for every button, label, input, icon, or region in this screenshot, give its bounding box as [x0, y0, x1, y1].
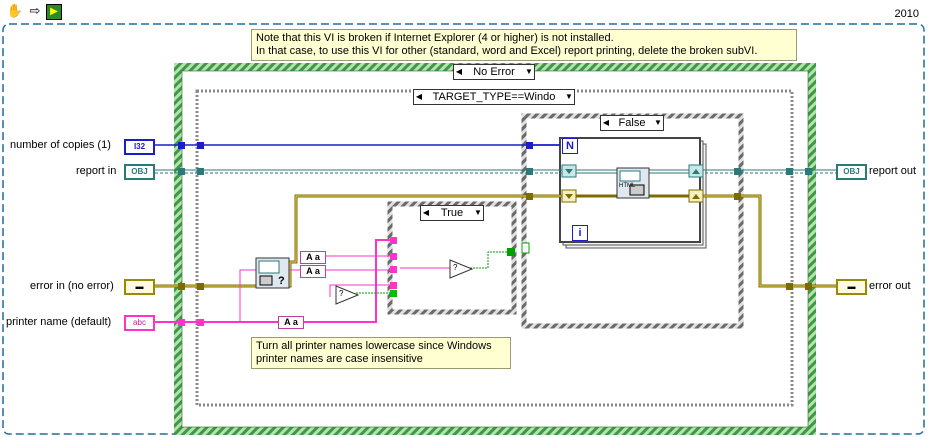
false-case-value: False	[618, 117, 646, 129]
error-out-label: error out	[869, 280, 911, 292]
true-case-selector[interactable]: ◀ True ▼	[420, 205, 484, 221]
wire-printer[interactable]	[155, 239, 392, 323]
tunnels	[178, 142, 812, 326]
version-label: 2010	[891, 8, 922, 20]
outer-case-selector[interactable]: ◀ No Error ▼	[453, 64, 535, 80]
lowercase-node-1[interactable]: A a	[300, 251, 326, 264]
report-out-terminal[interactable]: OBJ	[836, 164, 867, 180]
print-report-subvi[interactable]	[255, 257, 290, 289]
error-in-terminal[interactable]: ▬	[124, 279, 155, 295]
outer-case-inner	[181, 70, 809, 428]
outer-case-value: No Error	[473, 66, 515, 78]
loop-iteration-terminal: i	[572, 225, 588, 241]
note-ie-line1: Note that this VI is broken if Internet …	[256, 32, 614, 44]
shift-registers	[561, 164, 704, 203]
note-ie-required: Note that this VI is broken if Internet …	[251, 29, 797, 61]
dropdown-arrow-icon[interactable]: ▼	[474, 208, 482, 217]
html-node-label: HTML	[619, 183, 636, 189]
report-out-label: report out	[869, 165, 917, 177]
decrement-arrow-icon[interactable]: ◀	[422, 208, 430, 217]
target-case-selector[interactable]: ◀ TARGET_TYPE==Windo ▼	[413, 89, 575, 105]
compare-node-2[interactable]	[335, 285, 360, 305]
error-in-label: error in (no error)	[30, 280, 114, 292]
wire-printer-e[interactable]	[329, 284, 392, 297]
html-report-subvi[interactable]	[616, 167, 650, 199]
hand-icon[interactable]: ✋	[6, 3, 24, 18]
lowercase-node-2[interactable]: A a	[300, 265, 326, 278]
true-case-value: True	[440, 207, 464, 219]
dropdown-arrow-icon[interactable]: ▼	[525, 67, 533, 76]
copies-label: number of copies (1)	[10, 139, 111, 151]
report-in-terminal[interactable]: OBJ	[124, 164, 155, 180]
print-node-label: ?	[278, 275, 285, 287]
target-case-value: TARGET_TYPE==Windo	[432, 91, 556, 103]
note-lowercase-line1: Turn all printer names lowercase since W…	[256, 340, 492, 352]
printer-name-terminal[interactable]: abc	[124, 315, 155, 331]
dropdown-arrow-icon[interactable]: ▼	[654, 118, 662, 127]
labview-icon[interactable]: ▶	[46, 4, 62, 20]
compare-node-1-label: ?	[453, 263, 458, 272]
decrement-arrow-icon[interactable]: ◀	[602, 118, 610, 127]
loop-count-terminal[interactable]: N	[562, 138, 578, 154]
printer-name-label: printer name (default)	[6, 316, 112, 328]
compare-node-2-label: ?	[339, 289, 344, 298]
wire-boolean[interactable]	[470, 251, 510, 269]
arrow-right-icon[interactable]: ⇨	[29, 3, 41, 18]
note-ie-line2: In that case, to use this VI for other (…	[256, 45, 758, 57]
error-out-terminal[interactable]: ▬	[836, 279, 867, 295]
compare-node-1[interactable]	[449, 259, 474, 279]
note-lowercase-line2: printer names are case insensitive	[256, 353, 423, 365]
note-lowercase: Turn all printer names lowercase since W…	[251, 337, 511, 369]
dropdown-arrow-icon[interactable]: ▼	[565, 92, 573, 101]
wire-error-inner	[155, 195, 836, 287]
report-in-label: report in	[76, 165, 117, 177]
decrement-arrow-icon[interactable]: ◀	[415, 92, 423, 101]
decrement-arrow-icon[interactable]: ◀	[455, 67, 463, 76]
false-case-selector[interactable]: ◀ False ▼	[600, 115, 664, 131]
copies-terminal[interactable]: I32	[124, 139, 155, 155]
lowercase-node-3[interactable]: A a	[278, 316, 304, 329]
